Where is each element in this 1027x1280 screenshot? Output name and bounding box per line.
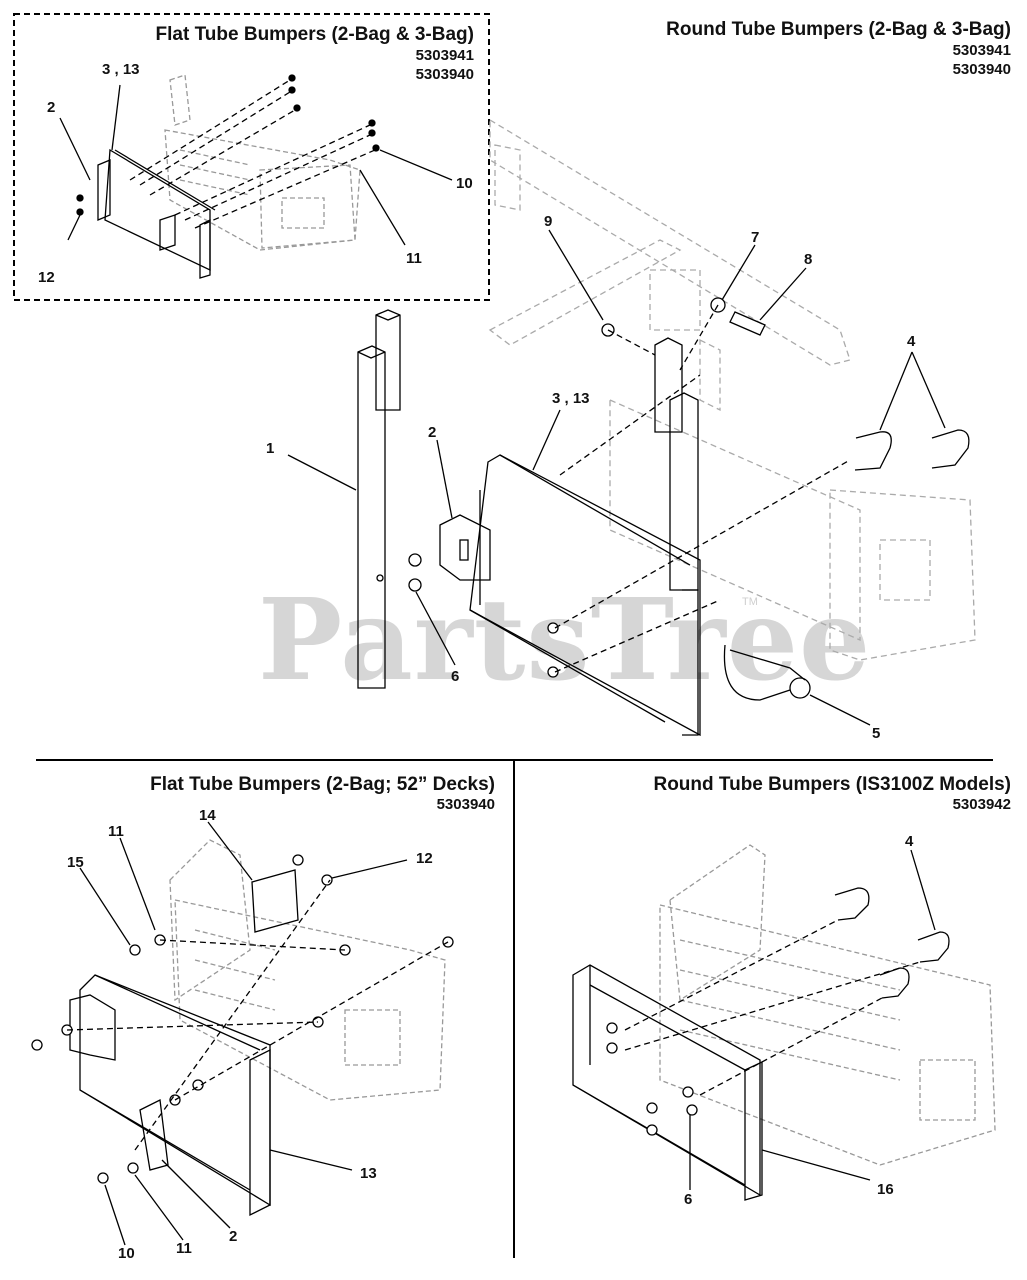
callout-11-inset: 11: [406, 250, 422, 267]
callout-11-upper: 11: [108, 823, 124, 840]
watermark: PartsTree: [258, 575, 872, 706]
bottom-right-title: Round Tube Bumpers (IS3100Z Models): [653, 774, 1011, 795]
main-part-number-2: 5303940: [952, 61, 1011, 78]
callout-4: 4: [907, 333, 916, 350]
callout-12-inset: 12: [38, 269, 55, 286]
callout-6-lower: 6: [684, 1191, 693, 1208]
callout-14: 14: [199, 807, 216, 824]
callout-12: 12: [416, 850, 433, 867]
callout-11-lower: 11: [176, 1240, 192, 1257]
inset-title: Flat Tube Bumpers (2-Bag & 3-Bag): [155, 24, 474, 45]
callout-9: 9: [544, 213, 553, 230]
bottom-right-round-bumper-drawing: [572, 844, 996, 1201]
callout-13: 13: [360, 1165, 377, 1182]
callout-10-inset: 10: [456, 175, 473, 192]
inset-part-number-2: 5303940: [415, 66, 474, 83]
callout-3-13-inset: 3 , 13: [102, 61, 140, 78]
bottom-right-part-number: 5303942: [952, 796, 1011, 813]
main-title: Round Tube Bumpers (2-Bag & 3-Bag): [666, 19, 1011, 40]
callout-2: 2: [428, 424, 437, 441]
watermark-trademark: TM: [742, 596, 758, 608]
main-part-number-1: 5303941: [952, 42, 1011, 59]
callout-3-13: 3 , 13: [552, 390, 590, 407]
callout-2-inset: 2: [47, 99, 56, 116]
callout-7: 7: [751, 229, 760, 246]
callout-5: 5: [872, 725, 881, 742]
inset-flat-bumper-drawing: [59, 74, 453, 279]
bottom-left-part-number: 5303940: [436, 796, 495, 813]
callout-2-lower: 2: [229, 1228, 238, 1245]
bottom-left-title: Flat Tube Bumpers (2-Bag; 52” Decks): [150, 774, 495, 795]
callout-16: 16: [877, 1181, 894, 1198]
callout-8: 8: [804, 251, 813, 268]
bottom-left-flat-bumper-drawing: [31, 821, 454, 1246]
callout-6: 6: [451, 668, 460, 685]
callout-15: 15: [67, 854, 84, 871]
inset-part-number-1: 5303941: [415, 47, 474, 64]
main-round-bumper-drawing: [287, 118, 976, 737]
callout-10: 10: [118, 1245, 135, 1262]
callout-1: 1: [266, 440, 275, 457]
callout-4-lower: 4: [905, 833, 914, 850]
